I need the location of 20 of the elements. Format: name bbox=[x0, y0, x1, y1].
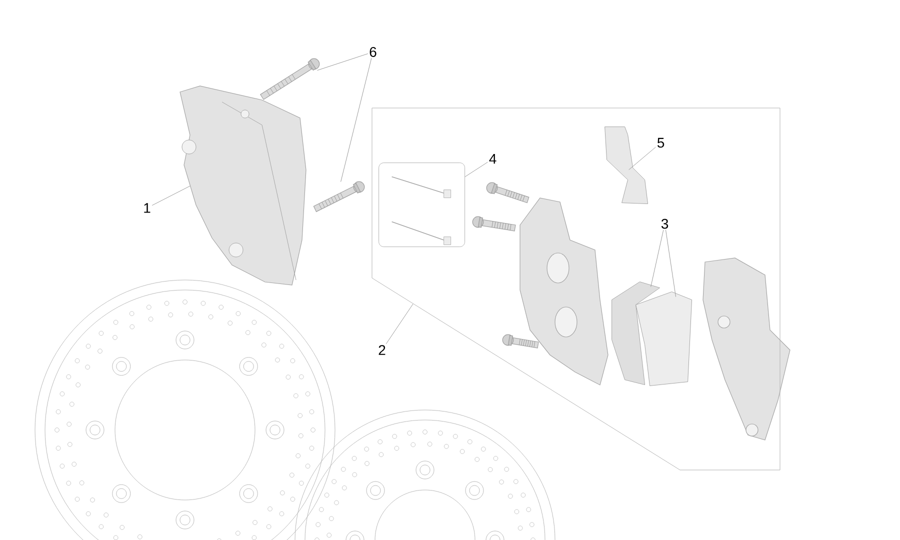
caliper-drawing bbox=[180, 86, 306, 286]
leader-line bbox=[665, 230, 676, 298]
brake-pad-drawing bbox=[612, 282, 660, 386]
leader-line bbox=[650, 230, 664, 288]
callout-number: 1 bbox=[144, 203, 150, 213]
leader-line bbox=[386, 304, 414, 344]
leader-line bbox=[152, 186, 190, 206]
callout-number: 3 bbox=[661, 218, 668, 229]
brake-pad-drawing bbox=[636, 292, 692, 386]
group-frame bbox=[372, 108, 780, 470]
callout-number: 6 bbox=[370, 47, 376, 57]
callout-number: 5 bbox=[657, 138, 664, 148]
leader-line bbox=[628, 146, 656, 170]
leader-line bbox=[464, 162, 488, 178]
spring-clip-drawing bbox=[604, 126, 648, 204]
leader-line bbox=[340, 58, 372, 182]
leader-line bbox=[316, 53, 368, 71]
callout-number: 4 bbox=[489, 154, 496, 164]
callout-number: 2 bbox=[378, 345, 386, 355]
pin-kit-box bbox=[378, 162, 466, 248]
